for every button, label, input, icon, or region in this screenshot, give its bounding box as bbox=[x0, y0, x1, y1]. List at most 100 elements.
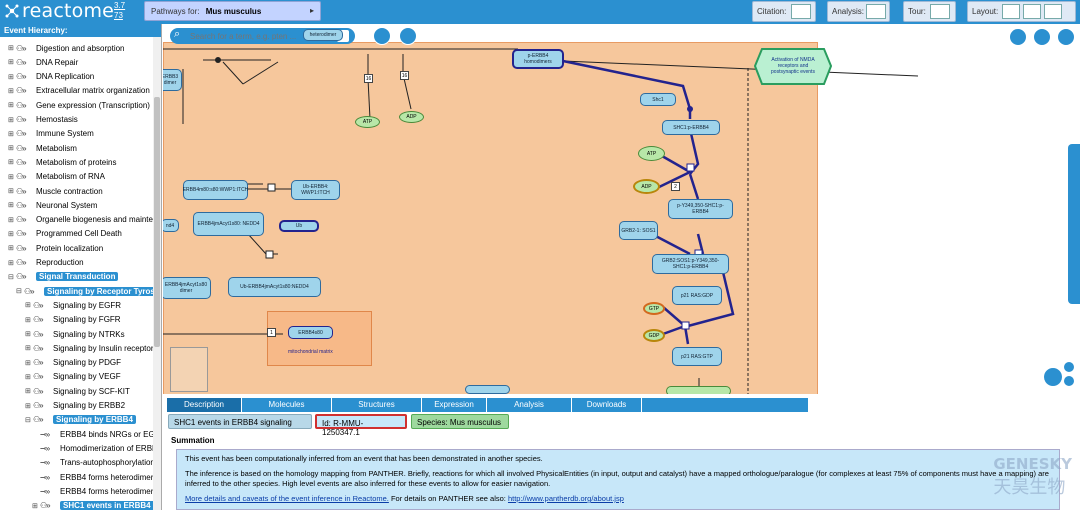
node-grb2-sos1[interactable]: GRB2-1: SOS1 bbox=[619, 221, 658, 240]
expand-toggle-icon[interactable]: ⊞ bbox=[25, 388, 31, 396]
node-erbb4-nedd4[interactable]: ERBB4jmAcyt1s80: NEDD4 bbox=[193, 212, 264, 236]
expand-toggle-icon[interactable]: ⊞ bbox=[8, 145, 14, 153]
expand-toggle-icon[interactable]: ⊞ bbox=[8, 102, 14, 110]
expand-toggle-icon[interactable]: ⊞ bbox=[8, 116, 14, 124]
tab-analysis[interactable]: Analysis bbox=[487, 398, 572, 412]
illustration-button[interactable] bbox=[399, 27, 417, 45]
sidebar-item[interactable]: ⊟⚇»Signaling by ERBB4 bbox=[25, 413, 136, 427]
inference-details-link[interactable]: More details and caveats of the event in… bbox=[185, 494, 389, 503]
sidebar-item[interactable]: ⊞⚇»DNA Replication bbox=[8, 70, 94, 84]
tab-downloads[interactable]: Downloads bbox=[572, 398, 642, 412]
sidebar-item[interactable]: ⊞⚇»Immune System bbox=[8, 127, 94, 141]
node-ub[interactable]: Ub bbox=[279, 220, 319, 232]
expand-toggle-icon[interactable]: ⊟ bbox=[8, 273, 14, 281]
expand-toggle-icon[interactable]: ⊞ bbox=[8, 216, 14, 224]
expand-toggle-icon[interactable]: ⊞ bbox=[25, 302, 31, 310]
node-perbb4-homodimers[interactable]: p-ERBB4 homodimers bbox=[512, 49, 564, 69]
sidebar-item[interactable]: ⊞⚇»Hemostasis bbox=[8, 113, 78, 127]
expand-toggle-icon[interactable]: ⊞ bbox=[25, 359, 31, 367]
expand-toggle-icon[interactable]: ⊞ bbox=[32, 502, 38, 510]
tab-molecules[interactable]: Molecules bbox=[242, 398, 332, 412]
node-heterodimer[interactable]: heterodimer bbox=[303, 29, 343, 41]
sidebar-item[interactable]: ⊞⚇»Protein localization bbox=[8, 241, 103, 255]
settings-button[interactable] bbox=[1057, 28, 1075, 46]
tab-description[interactable]: Description bbox=[167, 398, 242, 412]
sidebar-item[interactable]: ⊞⚇»Signaling by EGFR bbox=[25, 298, 121, 312]
expand-toggle-icon[interactable]: ⊞ bbox=[8, 130, 14, 138]
export-image-button[interactable] bbox=[1009, 28, 1027, 46]
expand-toggle-icon[interactable]: ⊞ bbox=[25, 373, 31, 381]
expand-toggle-icon[interactable]: ⊞ bbox=[25, 345, 31, 353]
expand-toggle-icon[interactable]: ⊞ bbox=[8, 202, 14, 210]
sidebar-item[interactable]: ⊞⚇»DNA Repair bbox=[8, 55, 78, 69]
sidebar-item[interactable]: ⊞⚇»Signaling by PDGF bbox=[25, 356, 121, 370]
sidebar-item[interactable]: ⊸»ERBB4 forms heterodimers with EGFR bbox=[40, 484, 161, 498]
expand-toggle-icon[interactable]: ⊞ bbox=[8, 159, 14, 167]
sidebar-item[interactable]: ⊞⚇»Signaling by VEGF bbox=[25, 370, 121, 384]
sidebar-item[interactable]: ⊸»Trans-autophosphorylation of ERBB4 bbox=[40, 456, 161, 470]
node-p21-ras-gdp[interactable]: p21 RAS:GDP bbox=[672, 286, 722, 305]
sidebar-item[interactable]: ⊸»ERBB4 forms heterodimers with ERBB2 bbox=[40, 470, 161, 484]
analysis-button[interactable] bbox=[866, 4, 886, 19]
sidebar-item[interactable]: ⊞⚇»Metabolism of proteins bbox=[8, 155, 116, 169]
sidebar-item[interactable]: ⊞⚇»Signaling by NTRKs bbox=[25, 327, 125, 341]
sidebar-item[interactable]: ⊞⚇»Muscle contraction bbox=[8, 184, 103, 198]
node-atp-2[interactable]: ATP bbox=[638, 146, 665, 161]
sidebar-item[interactable]: ⊞⚇»Metabolism of RNA bbox=[8, 170, 105, 184]
node-gdp[interactable]: GDP bbox=[643, 329, 665, 342]
layout-button-1[interactable] bbox=[1002, 4, 1020, 19]
expand-toggle-icon[interactable]: ⊞ bbox=[8, 259, 14, 267]
diagram-search-input[interactable] bbox=[190, 30, 330, 42]
download-button[interactable] bbox=[1033, 28, 1051, 46]
sidebar-item[interactable]: ⊸»ERBB4 binds NRGs or EGF-like ligands bbox=[40, 427, 161, 441]
sidebar-scrollbar[interactable] bbox=[153, 37, 161, 510]
expand-toggle-icon[interactable]: ⊟ bbox=[16, 288, 22, 296]
node-p21-ras-gtp[interactable]: p21 RAS:GTP bbox=[672, 347, 722, 366]
expand-toggle-icon[interactable]: ⊞ bbox=[25, 316, 31, 324]
panther-link[interactable]: http://www.pantherdb.org/about.jsp bbox=[507, 494, 624, 503]
scrollbar-thumb[interactable] bbox=[154, 97, 160, 347]
zoom-in-icon[interactable] bbox=[1063, 361, 1075, 373]
sidebar-item[interactable]: ⊸»Homodimerization of ERBB4 bbox=[40, 441, 161, 455]
sidebar-item[interactable]: ⊞⚇»Metabolism bbox=[8, 141, 77, 155]
sidebar-item[interactable]: ⊞⚇»Reproduction bbox=[8, 256, 84, 270]
node-partial-mid[interactable] bbox=[465, 385, 510, 394]
node-ub-erbb4-wwp1[interactable]: Ub-ERBB4: WWP1:ITCH bbox=[291, 180, 340, 200]
expand-toggle-icon[interactable]: ⊞ bbox=[25, 402, 31, 410]
node-adp-1[interactable]: ADP bbox=[399, 111, 424, 123]
layout-button-2[interactable] bbox=[1023, 4, 1041, 19]
sidebar-item[interactable]: ⊞⚇»Programmed Cell Death bbox=[8, 227, 122, 241]
node-nd4[interactable]: nd4 bbox=[163, 219, 179, 232]
zoom-out-icon[interactable] bbox=[1063, 375, 1075, 387]
node-py-shc1-perbb4[interactable]: p-Y349,350-SHC1:p-ERBB4 bbox=[668, 199, 733, 219]
node-partial-bottom[interactable] bbox=[666, 386, 731, 394]
sidebar-item[interactable]: ⊞⚇»Extracellular matrix organization bbox=[8, 84, 150, 98]
node-nmda-activation[interactable]: Activation of NMDA receptors and postsyn… bbox=[754, 48, 832, 85]
sidebar-item[interactable]: ⊟⚇»Signal Transduction bbox=[8, 270, 119, 284]
sidebar-item[interactable]: ⊞⚇»Signaling by Insulin receptor bbox=[25, 341, 154, 355]
node-shc1-perbb4[interactable]: SHC1:p-ERBB4 bbox=[662, 120, 720, 135]
node-erbb3-dimer[interactable]: ERBB3 dimer bbox=[163, 69, 182, 91]
expand-toggle-icon[interactable]: ⊞ bbox=[25, 331, 31, 338]
expand-toggle-icon[interactable]: ⊞ bbox=[8, 45, 14, 52]
pan-icon[interactable] bbox=[1043, 367, 1063, 387]
reactome-logo[interactable]: reactome bbox=[4, 0, 134, 23]
tab-expression[interactable]: Expression bbox=[422, 398, 487, 412]
expand-toggle-icon[interactable]: ⊞ bbox=[8, 188, 14, 195]
sidebar-item[interactable]: ⊞⚇»Organelle biogenesis and maintenance bbox=[8, 213, 161, 227]
zoom-navigation-control[interactable] bbox=[1043, 361, 1075, 389]
version-link[interactable]: 3.7 73 bbox=[114, 1, 125, 21]
node-erbb4s80[interactable]: ERBB4s80 bbox=[288, 326, 333, 339]
expand-toggle-icon[interactable]: ⊟ bbox=[25, 416, 31, 424]
right-side-toolbar[interactable] bbox=[1068, 144, 1080, 304]
node-shc1[interactable]: Shc1 bbox=[640, 93, 676, 106]
sidebar-item[interactable]: ⊞⚇»Digestion and absorption bbox=[8, 41, 125, 55]
thumbnail-overview[interactable] bbox=[170, 347, 208, 392]
sidebar-item[interactable]: ⊞⚇»SHC1 events in ERBB4 signaling bbox=[32, 499, 161, 510]
sidebar-item[interactable]: ⊞⚇»Neuronal System bbox=[8, 198, 97, 212]
sidebar-item[interactable]: ⊞⚇»Gene expression (Transcription) bbox=[8, 98, 150, 112]
fit-to-screen-button[interactable] bbox=[373, 27, 391, 45]
expand-toggle-icon[interactable]: ⊞ bbox=[8, 73, 14, 81]
node-grb2-sos1-complex[interactable]: GRB2:SOS1:p-Y349,350-SHC1:p-ERBB4 bbox=[652, 254, 729, 274]
layout-button-3[interactable] bbox=[1044, 4, 1062, 19]
